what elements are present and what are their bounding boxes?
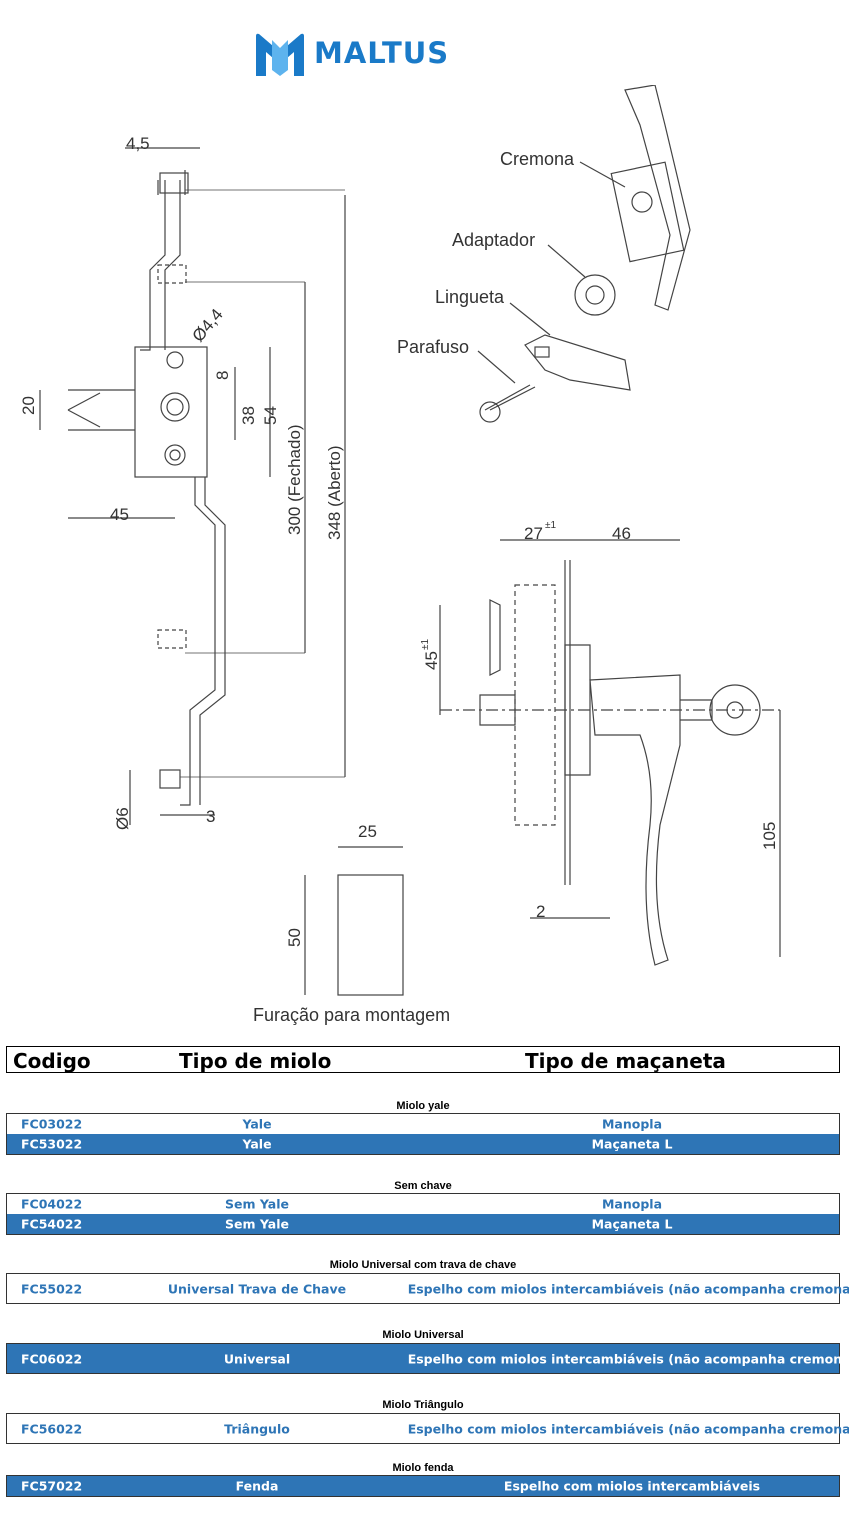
dim-6: Ø6 <box>113 807 132 830</box>
row-core: Yale <box>242 1136 272 1152</box>
dim-50: 50 <box>285 928 304 947</box>
row-core: Sem Yale <box>225 1196 289 1212</box>
group-table: FC06022 Universal Espelho com miolos int… <box>6 1343 849 1374</box>
row-code: FC53022 <box>21 1136 83 1152</box>
group-table: FC57022 Fenda Espelho com miolos interca… <box>6 1475 840 1497</box>
table-row: FC06022 Universal Espelho com miolos int… <box>7 1344 849 1373</box>
row-core: Triângulo <box>224 1421 290 1436</box>
table-row: FC55022 Universal Trava de Chave Espelho… <box>7 1274 849 1303</box>
group-title: Miolo Universal com trava de chave <box>329 1259 517 1271</box>
dim-54: 54 <box>261 406 280 425</box>
header-code: Codigo <box>13 1049 91 1073</box>
row-core: Universal Trava de Chave <box>167 1281 347 1296</box>
row-handle: Maçaneta L <box>591 1136 673 1152</box>
table-row: FC03022 Yale Manopla <box>7 1114 839 1134</box>
label-cremona: Cremona <box>500 149 575 169</box>
row-handle: Espelho com miolos intercambiáveis (não … <box>407 1281 849 1296</box>
row-code: FC54022 <box>21 1216 83 1232</box>
row-core: Fenda <box>235 1478 279 1494</box>
dim-2: 2 <box>536 902 545 921</box>
dim-25: 25 <box>358 822 377 841</box>
row-core: Yale <box>242 1116 272 1132</box>
row-core: Universal <box>223 1351 291 1366</box>
table-row: FC57022 Fenda Espelho com miolos interca… <box>7 1476 839 1496</box>
table-row: FC04022 Sem Yale Manopla <box>7 1194 839 1214</box>
dim-45: 45 <box>110 505 129 524</box>
group-table: FC55022 Universal Trava de Chave Espelho… <box>6 1273 849 1304</box>
dim-3: 3 <box>206 807 215 826</box>
row-code: FC56022 <box>21 1421 83 1436</box>
dim-300: 300 (Fechado) <box>285 424 304 535</box>
group-title: Miolo fenda <box>392 1462 454 1474</box>
row-code: FC03022 <box>21 1116 83 1132</box>
group-title: Miolo Triângulo <box>382 1399 464 1411</box>
dim-4-5: 4,5 <box>126 134 150 153</box>
dim-38: 38 <box>239 406 258 425</box>
group-title: Sem chave <box>394 1180 452 1192</box>
brand-name: MALTUS <box>314 36 450 70</box>
mount-caption: Furação para montagem <box>253 1005 450 1025</box>
technical-drawing: 4,5 20 45 Ø4,4 8 38 54 300 (Fechado) 348… <box>0 84 849 1030</box>
dim-20: 20 <box>19 396 38 415</box>
dim-27: 27 <box>524 524 543 543</box>
row-code: FC55022 <box>21 1281 83 1296</box>
group-table: FC04022 Sem Yale Manopla FC54022 Sem Yal… <box>6 1193 840 1235</box>
table-header: Codigo Tipo de miolo Tipo de maçaneta <box>6 1046 840 1073</box>
row-code: FC04022 <box>21 1196 83 1212</box>
row-handle: Espelho com miolos intercambiáveis (não … <box>407 1351 849 1366</box>
technical-drawing-svg: 4,5 20 45 Ø4,4 8 38 54 300 (Fechado) 348… <box>19 84 781 1025</box>
table-row: FC54022 Sem Yale Maçaneta L <box>7 1214 839 1234</box>
row-code: FC06022 <box>21 1351 83 1366</box>
row-handle: Espelho com miolos intercambiáveis (não … <box>407 1421 849 1436</box>
header-core: Tipo de miolo <box>179 1049 332 1073</box>
label-adaptador: Adaptador <box>452 230 535 250</box>
row-core: Sem Yale <box>225 1216 289 1232</box>
row-handle: Maçaneta L <box>591 1216 673 1232</box>
label-lingueta: Lingueta <box>435 287 505 307</box>
row-handle: Espelho com miolos intercambiáveis <box>503 1478 761 1494</box>
table-row: FC56022 Triângulo Espelho com miolos int… <box>7 1414 849 1443</box>
group-title: Miolo Universal <box>382 1329 464 1341</box>
dim-348: 348 (Aberto) <box>325 446 344 541</box>
dim-27-tol: ±1 <box>545 520 556 531</box>
dim-105: 105 <box>760 822 779 850</box>
dim-8: 8 <box>213 371 232 380</box>
maltus-logo-icon <box>256 33 304 76</box>
group-table: FC56022 Triângulo Espelho com miolos int… <box>6 1413 849 1444</box>
maltus-logo: MALTUS <box>252 30 472 80</box>
table-row: FC53022 Yale Maçaneta L <box>7 1134 839 1154</box>
header-handle: Tipo de maçaneta <box>525 1049 726 1073</box>
dim-4-4: Ø4,4 <box>189 305 227 345</box>
group-table: FC03022 Yale Manopla FC53022 Yale Maçane… <box>6 1113 840 1155</box>
dim-45b: 45 <box>422 651 441 670</box>
dim-45b-tol: ±1 <box>420 639 431 650</box>
label-parafuso: Parafuso <box>397 337 469 357</box>
row-code: FC57022 <box>21 1478 83 1494</box>
group-title: Miolo yale <box>396 1100 450 1112</box>
row-handle: Manopla <box>601 1196 663 1212</box>
dim-46: 46 <box>612 524 631 543</box>
row-handle: Manopla <box>601 1116 663 1132</box>
